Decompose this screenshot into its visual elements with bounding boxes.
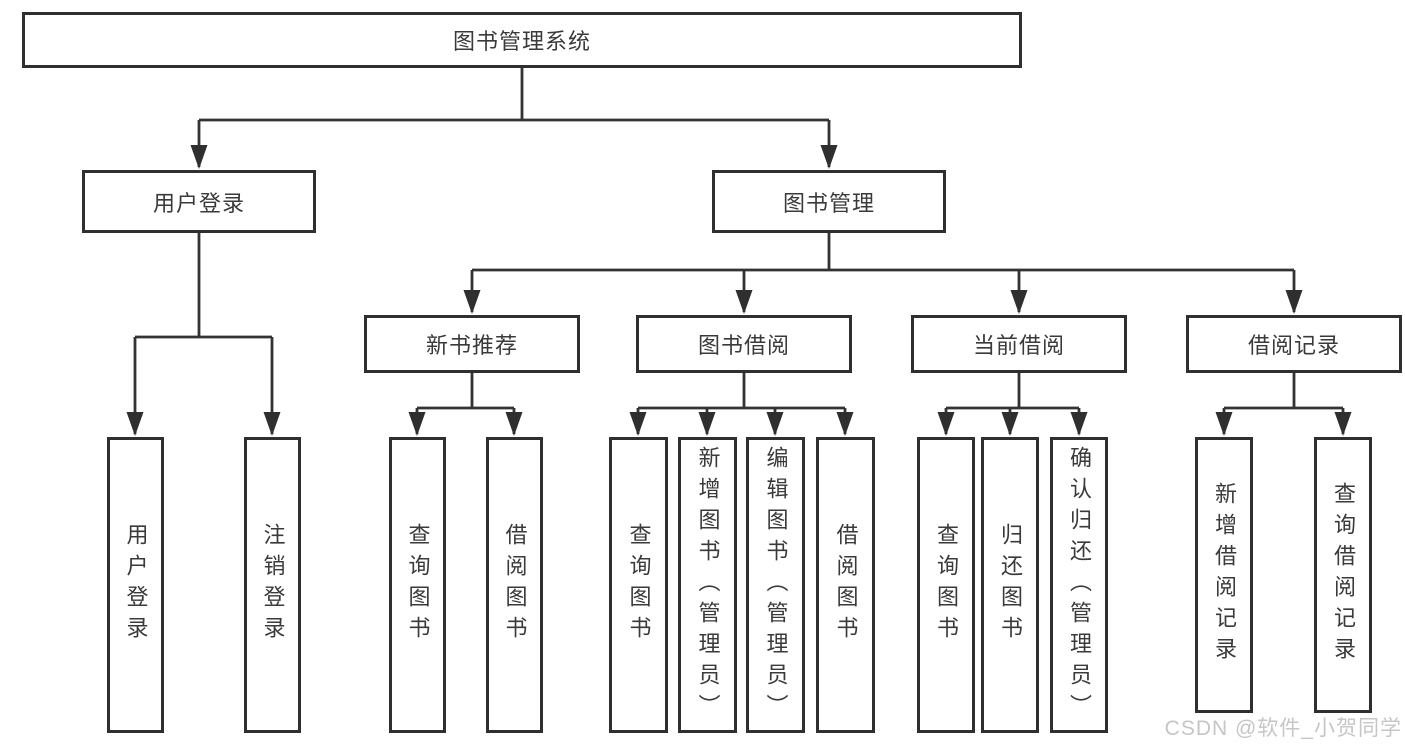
node-book-borrowing: 图书借阅 — [636, 315, 852, 373]
node-label: 新书推荐 — [425, 333, 518, 358]
node-label: 查询图书 — [934, 523, 959, 647]
node-book-management: 图书管理 — [712, 170, 946, 233]
node-logout-action: 注销登录 — [244, 437, 301, 733]
node-label: 新增借阅记录 — [1212, 482, 1237, 668]
node-label: 查询图书 — [405, 523, 431, 647]
node-borrow-books: 借阅图书 — [816, 437, 875, 733]
node-label: 注销登录 — [260, 523, 286, 647]
node-new-book-recommendation: 新书推荐 — [364, 315, 580, 373]
node-label: 图书管理 — [782, 190, 875, 216]
node-label: 查询借阅记录 — [1331, 482, 1356, 668]
node-add-books-admin: 新增图书（管理员） — [678, 437, 737, 733]
node-label: 借阅图书 — [502, 523, 528, 647]
node-label: 图书借阅 — [697, 333, 790, 358]
node-query-borrow-record: 查询借阅记录 — [1314, 437, 1372, 713]
csdn-watermark: CSDN @软件_小贺同学 — [1164, 717, 1402, 740]
node-borrowing-records: 借阅记录 — [1186, 315, 1402, 373]
node-label: 图书管理系统 — [452, 29, 591, 54]
node-label: 用户登录 — [123, 523, 149, 647]
node-label: 新增图书（管理员） — [695, 445, 721, 725]
node-user-login-action: 用户登录 — [107, 437, 164, 733]
node-label: 确认归还（管理员） — [1067, 445, 1092, 725]
node-borrow-books-recommend: 借阅图书 — [486, 437, 543, 733]
node-query-books-current: 查询图书 — [917, 437, 975, 733]
node-query-books-borrowing: 查询图书 — [609, 437, 668, 733]
node-label: 借阅记录 — [1247, 333, 1340, 358]
node-label: 当前借阅 — [972, 333, 1065, 358]
node-add-borrow-record: 新增借阅记录 — [1195, 437, 1253, 713]
connector-group — [126, 68, 1352, 436]
node-confirm-return-admin: 确认归还（管理员） — [1050, 437, 1108, 733]
node-user-login: 用户登录 — [82, 170, 316, 233]
node-current-borrowing: 当前借阅 — [911, 315, 1127, 373]
node-label: 归还图书 — [998, 523, 1023, 647]
node-edit-books-admin: 编辑图书（管理员） — [746, 437, 805, 733]
node-query-books-recommend: 查询图书 — [389, 437, 446, 733]
node-return-books: 归还图书 — [981, 437, 1039, 733]
node-label: 用户登录 — [152, 190, 245, 216]
node-library-management-system: 图书管理系统 — [22, 12, 1022, 68]
node-label: 借阅图书 — [833, 523, 859, 647]
node-label: 查询图书 — [626, 523, 652, 647]
node-label: 编辑图书（管理员） — [763, 445, 789, 725]
